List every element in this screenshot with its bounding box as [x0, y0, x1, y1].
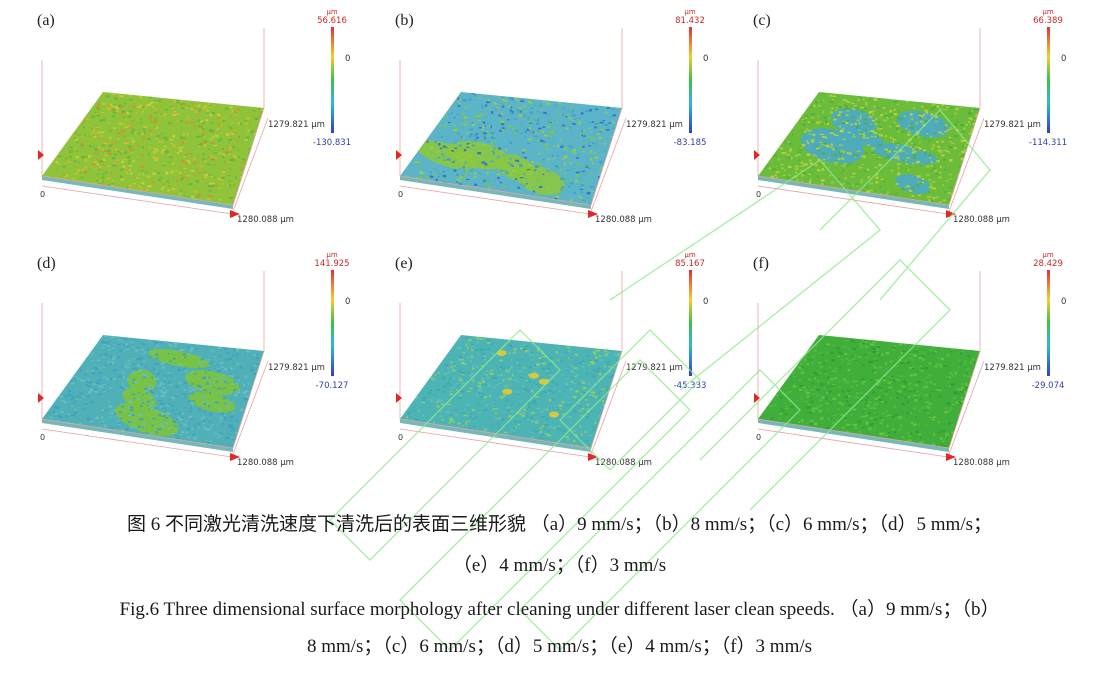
- scale-max: 141.925: [314, 259, 349, 269]
- scale-min: -29.074: [1032, 381, 1065, 391]
- scale-unit: µm: [326, 251, 337, 259]
- panel-label: (a): [37, 12, 55, 29]
- length-label: 1280.088 µm: [595, 458, 652, 468]
- panel-label: (e): [395, 255, 413, 272]
- width-label: 1279.821 µm: [984, 120, 1041, 130]
- caption-en-line2: 8 mm/s；（c）6 mm/s；（d）5 mm/s；（e）4 mm/s；（f）…: [306, 636, 813, 657]
- width-label: 1279.821 µm: [268, 363, 325, 373]
- scale-zero: 0: [703, 297, 708, 307]
- scale-min: -114.311: [1029, 138, 1067, 148]
- length-label: 1280.088 µm: [953, 215, 1010, 225]
- length-label: 1280.088 µm: [595, 215, 652, 225]
- scale-min: -45.333: [674, 381, 707, 391]
- caption-cn-line2: （e）4 mm/s；（f）3 mm/s: [452, 555, 667, 576]
- surface-plot: [400, 92, 622, 209]
- origin-label: 0: [756, 433, 761, 442]
- scale-min: -70.127: [316, 381, 349, 391]
- scale-unit: µm: [684, 251, 695, 259]
- scale-max: 85.167: [675, 259, 705, 269]
- width-label: 1279.821 µm: [626, 120, 683, 130]
- panel-label: (b): [395, 12, 414, 29]
- width-label: 1279.821 µm: [268, 120, 325, 130]
- scale-zero: 0: [1061, 54, 1066, 64]
- scale-zero: 0: [345, 297, 350, 307]
- scale-max: 66.389: [1033, 16, 1063, 26]
- scale-unit: µm: [1042, 8, 1053, 16]
- caption-en-line1: Fig.6 Three dimensional surface morpholo…: [119, 599, 1000, 620]
- bounding-box: [399, 28, 627, 215]
- origin-label: 0: [756, 190, 761, 199]
- width-label: 1279.821 µm: [626, 363, 683, 373]
- scale-unit: µm: [684, 8, 695, 16]
- scale-max: 56.616: [317, 16, 347, 26]
- length-label: 1280.088 µm: [237, 458, 294, 468]
- scale-zero: 0: [703, 54, 708, 64]
- scale-zero: 0: [345, 54, 350, 64]
- scale-unit: µm: [1042, 251, 1053, 259]
- scale-min: -130.831: [313, 138, 351, 148]
- width-label: 1279.821 µm: [984, 363, 1041, 373]
- origin-label: 0: [40, 190, 45, 199]
- scale-min: -83.185: [674, 138, 707, 148]
- surface-plot: [758, 92, 980, 209]
- surface-plot: [42, 335, 264, 452]
- origin-label: 0: [398, 190, 403, 199]
- caption-cn-line1: 图 6 不同激光清洗速度下清洗后的表面三维形貌 （a）9 mm/s；（b）8 m…: [126, 514, 993, 535]
- origin-label: 0: [398, 433, 403, 442]
- surface-plot: [42, 92, 264, 209]
- panel-label: (f): [753, 255, 769, 272]
- scale-max: 28.429: [1033, 259, 1063, 269]
- scale-max: 81.432: [675, 16, 705, 26]
- surface-plot: [400, 335, 622, 452]
- length-label: 1280.088 µm: [237, 215, 294, 225]
- scale-unit: µm: [326, 8, 337, 16]
- bounding-box: [41, 271, 269, 458]
- origin-label: 0: [40, 433, 45, 442]
- surface-plot: [758, 335, 980, 452]
- length-label: 1280.088 µm: [953, 458, 1010, 468]
- panel-label: (d): [37, 255, 56, 272]
- bounding-box: [41, 28, 269, 215]
- panel-label: (c): [753, 12, 771, 29]
- scale-zero: 0: [1061, 297, 1066, 307]
